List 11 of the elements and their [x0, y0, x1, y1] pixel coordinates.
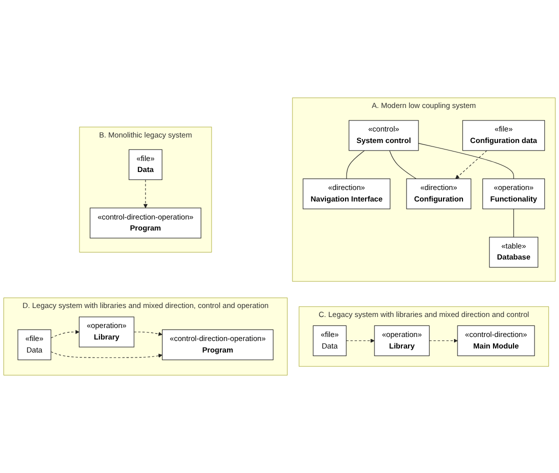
- connector: [513, 208, 514, 238]
- arrow: [429, 338, 458, 343]
- arrow: [143, 179, 148, 208]
- arrow: [346, 338, 375, 343]
- arrow: [50, 351, 162, 358]
- arrow: [455, 150, 488, 179]
- arrow: [134, 332, 162, 336]
- connector: [418, 143, 514, 180]
- connector: [346, 150, 365, 180]
- connector: [389, 150, 416, 180]
- arrow: [50, 330, 80, 338]
